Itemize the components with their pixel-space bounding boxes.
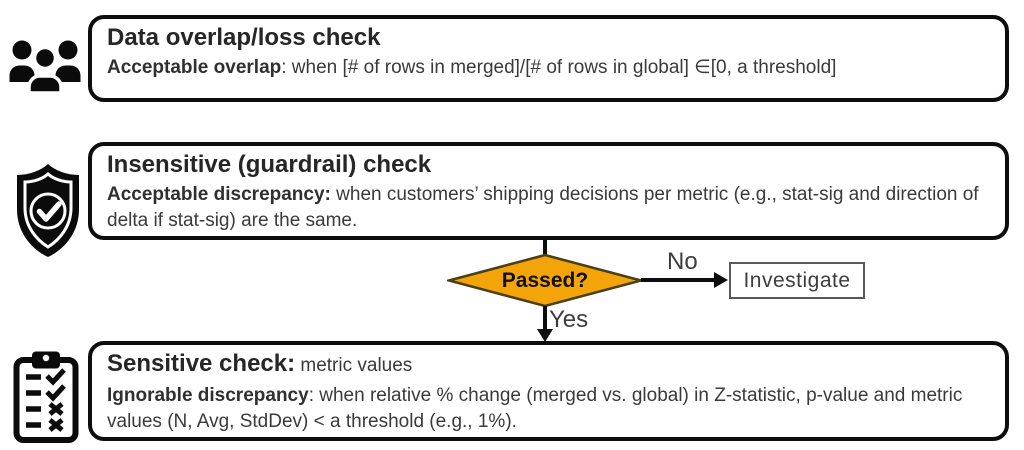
box-body-lead: Acceptable overlap bbox=[107, 57, 282, 78]
no-edge-label: No bbox=[667, 248, 698, 275]
decision-label: Passed? bbox=[501, 268, 589, 292]
no-edge-arrowhead bbox=[714, 272, 728, 288]
box-title-rest: metric values bbox=[295, 355, 413, 376]
box-body-lead: Ignorable discrepancy bbox=[107, 385, 309, 406]
box-title: Sensitive check: metric values bbox=[107, 348, 991, 382]
box-body: Ignorable discrepancy: when relative % c… bbox=[107, 383, 991, 435]
investigate-box: Investigate bbox=[729, 262, 865, 299]
connector-box2-to-decision bbox=[543, 238, 547, 255]
box-title-lead: Sensitive check: bbox=[107, 350, 296, 377]
box-sensitive-check: Sensitive check: metric values Ignorable… bbox=[88, 341, 1009, 441]
box-data-overlap-loss-check: Data overlap/loss check Acceptable overl… bbox=[88, 15, 1009, 102]
box-body: Acceptable overlap: when [# of rows in m… bbox=[107, 55, 991, 81]
no-edge-line bbox=[641, 278, 715, 282]
yes-edge-arrowhead bbox=[537, 329, 553, 342]
shield-check-icon bbox=[12, 162, 84, 264]
yes-edge-label: Yes bbox=[549, 306, 589, 333]
box-body: Acceptable discrepancy: when customers’ … bbox=[107, 182, 991, 234]
box-title: Data overlap/loss check bbox=[107, 24, 381, 51]
box-insensitive-guardrail-check: Insensitive (guardrail) check Acceptable… bbox=[88, 142, 1009, 240]
box-body-rest: when customers’ shipping decisions per m… bbox=[107, 184, 979, 231]
people-group-icon bbox=[8, 36, 82, 99]
box-title: Insensitive (guardrail) check bbox=[107, 151, 432, 178]
box-body-rest: : when relative % change (merged vs. glo… bbox=[107, 385, 963, 432]
box-body-rest: : when [# of rows in merged]/[# of rows … bbox=[281, 57, 837, 78]
box-body-lead: Acceptable discrepancy: bbox=[107, 184, 331, 205]
yes-edge-line bbox=[543, 306, 547, 331]
clipboard-checklist-icon bbox=[13, 350, 79, 449]
